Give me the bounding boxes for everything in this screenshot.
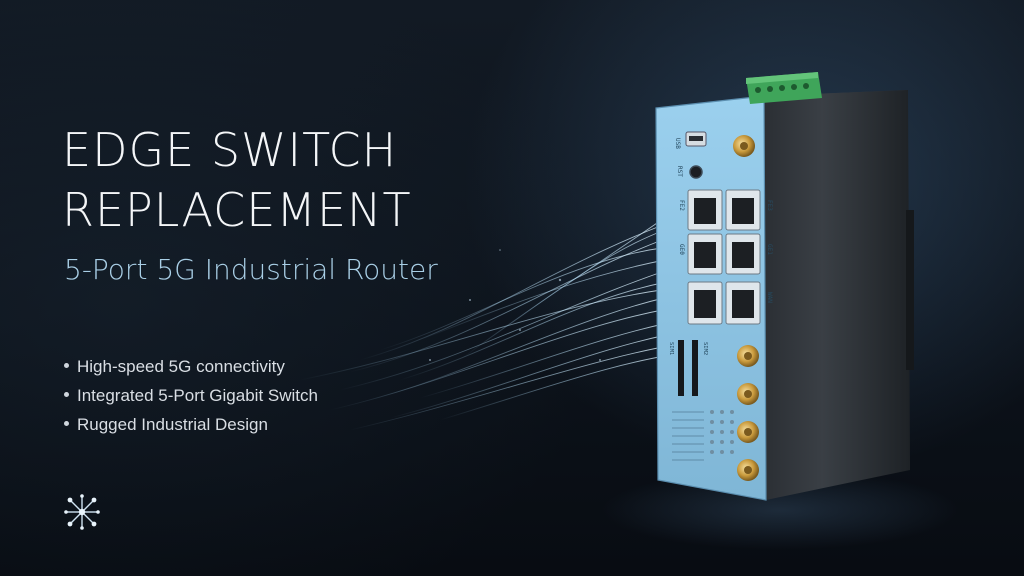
feature-item: Integrated 5-Port Gigabit Switch <box>64 381 318 410</box>
antenna-connector <box>737 459 759 481</box>
rj45-port <box>725 189 761 231</box>
product-subtitle: 5-Port 5G Industrial Router <box>64 253 438 286</box>
network-nodes-logo-icon <box>64 494 100 530</box>
power-terminal-block <box>746 72 822 104</box>
usb-label: USB <box>674 138 681 149</box>
antenna-connector <box>737 345 759 367</box>
port-label-wan: WAN <box>766 292 773 303</box>
feature-list: High-speed 5G connectivity Integrated 5-… <box>64 352 318 439</box>
ethernet-ports <box>687 189 761 325</box>
bullet-icon <box>64 421 69 427</box>
headline: EDGE SWITCH REPLACEMENT <box>62 120 412 240</box>
port-label-ge0: GE0 <box>678 244 685 255</box>
feature-item: High-speed 5G connectivity <box>64 352 318 381</box>
headline-line-1: EDGE SWITCH <box>62 123 398 177</box>
port-label-ge1: GE1 <box>766 244 773 255</box>
sim2-label: SIM2 <box>702 342 708 355</box>
reset-button <box>689 165 703 179</box>
antenna-connector-top <box>733 135 755 157</box>
sim-slots: SIM1 SIM2 <box>668 340 708 396</box>
status-leds <box>710 410 734 454</box>
bullet-icon <box>64 392 69 398</box>
device-side-panel <box>764 90 910 500</box>
sim1-label: SIM1 <box>668 342 674 355</box>
feature-item: Rugged Industrial Design <box>64 410 318 439</box>
rj45-port <box>725 233 761 275</box>
led-legend-lines <box>672 411 704 461</box>
antenna-connector <box>737 383 759 405</box>
antenna-connectors <box>737 345 759 481</box>
antenna-connector <box>737 421 759 443</box>
rj45-port <box>687 281 723 325</box>
industrial-router-device: USB RST <box>655 72 914 501</box>
reset-label: RST <box>676 166 683 177</box>
rj45-port <box>687 233 723 275</box>
headline-line-2: REPLACEMENT <box>62 183 412 237</box>
rj45-port <box>687 189 723 231</box>
rj45-port-wan <box>725 281 761 325</box>
port-label-fe3: FE3 <box>766 200 773 211</box>
port-label-fe2: FE2 <box>678 200 685 211</box>
bullet-icon <box>64 363 69 369</box>
usb-port <box>685 131 707 147</box>
